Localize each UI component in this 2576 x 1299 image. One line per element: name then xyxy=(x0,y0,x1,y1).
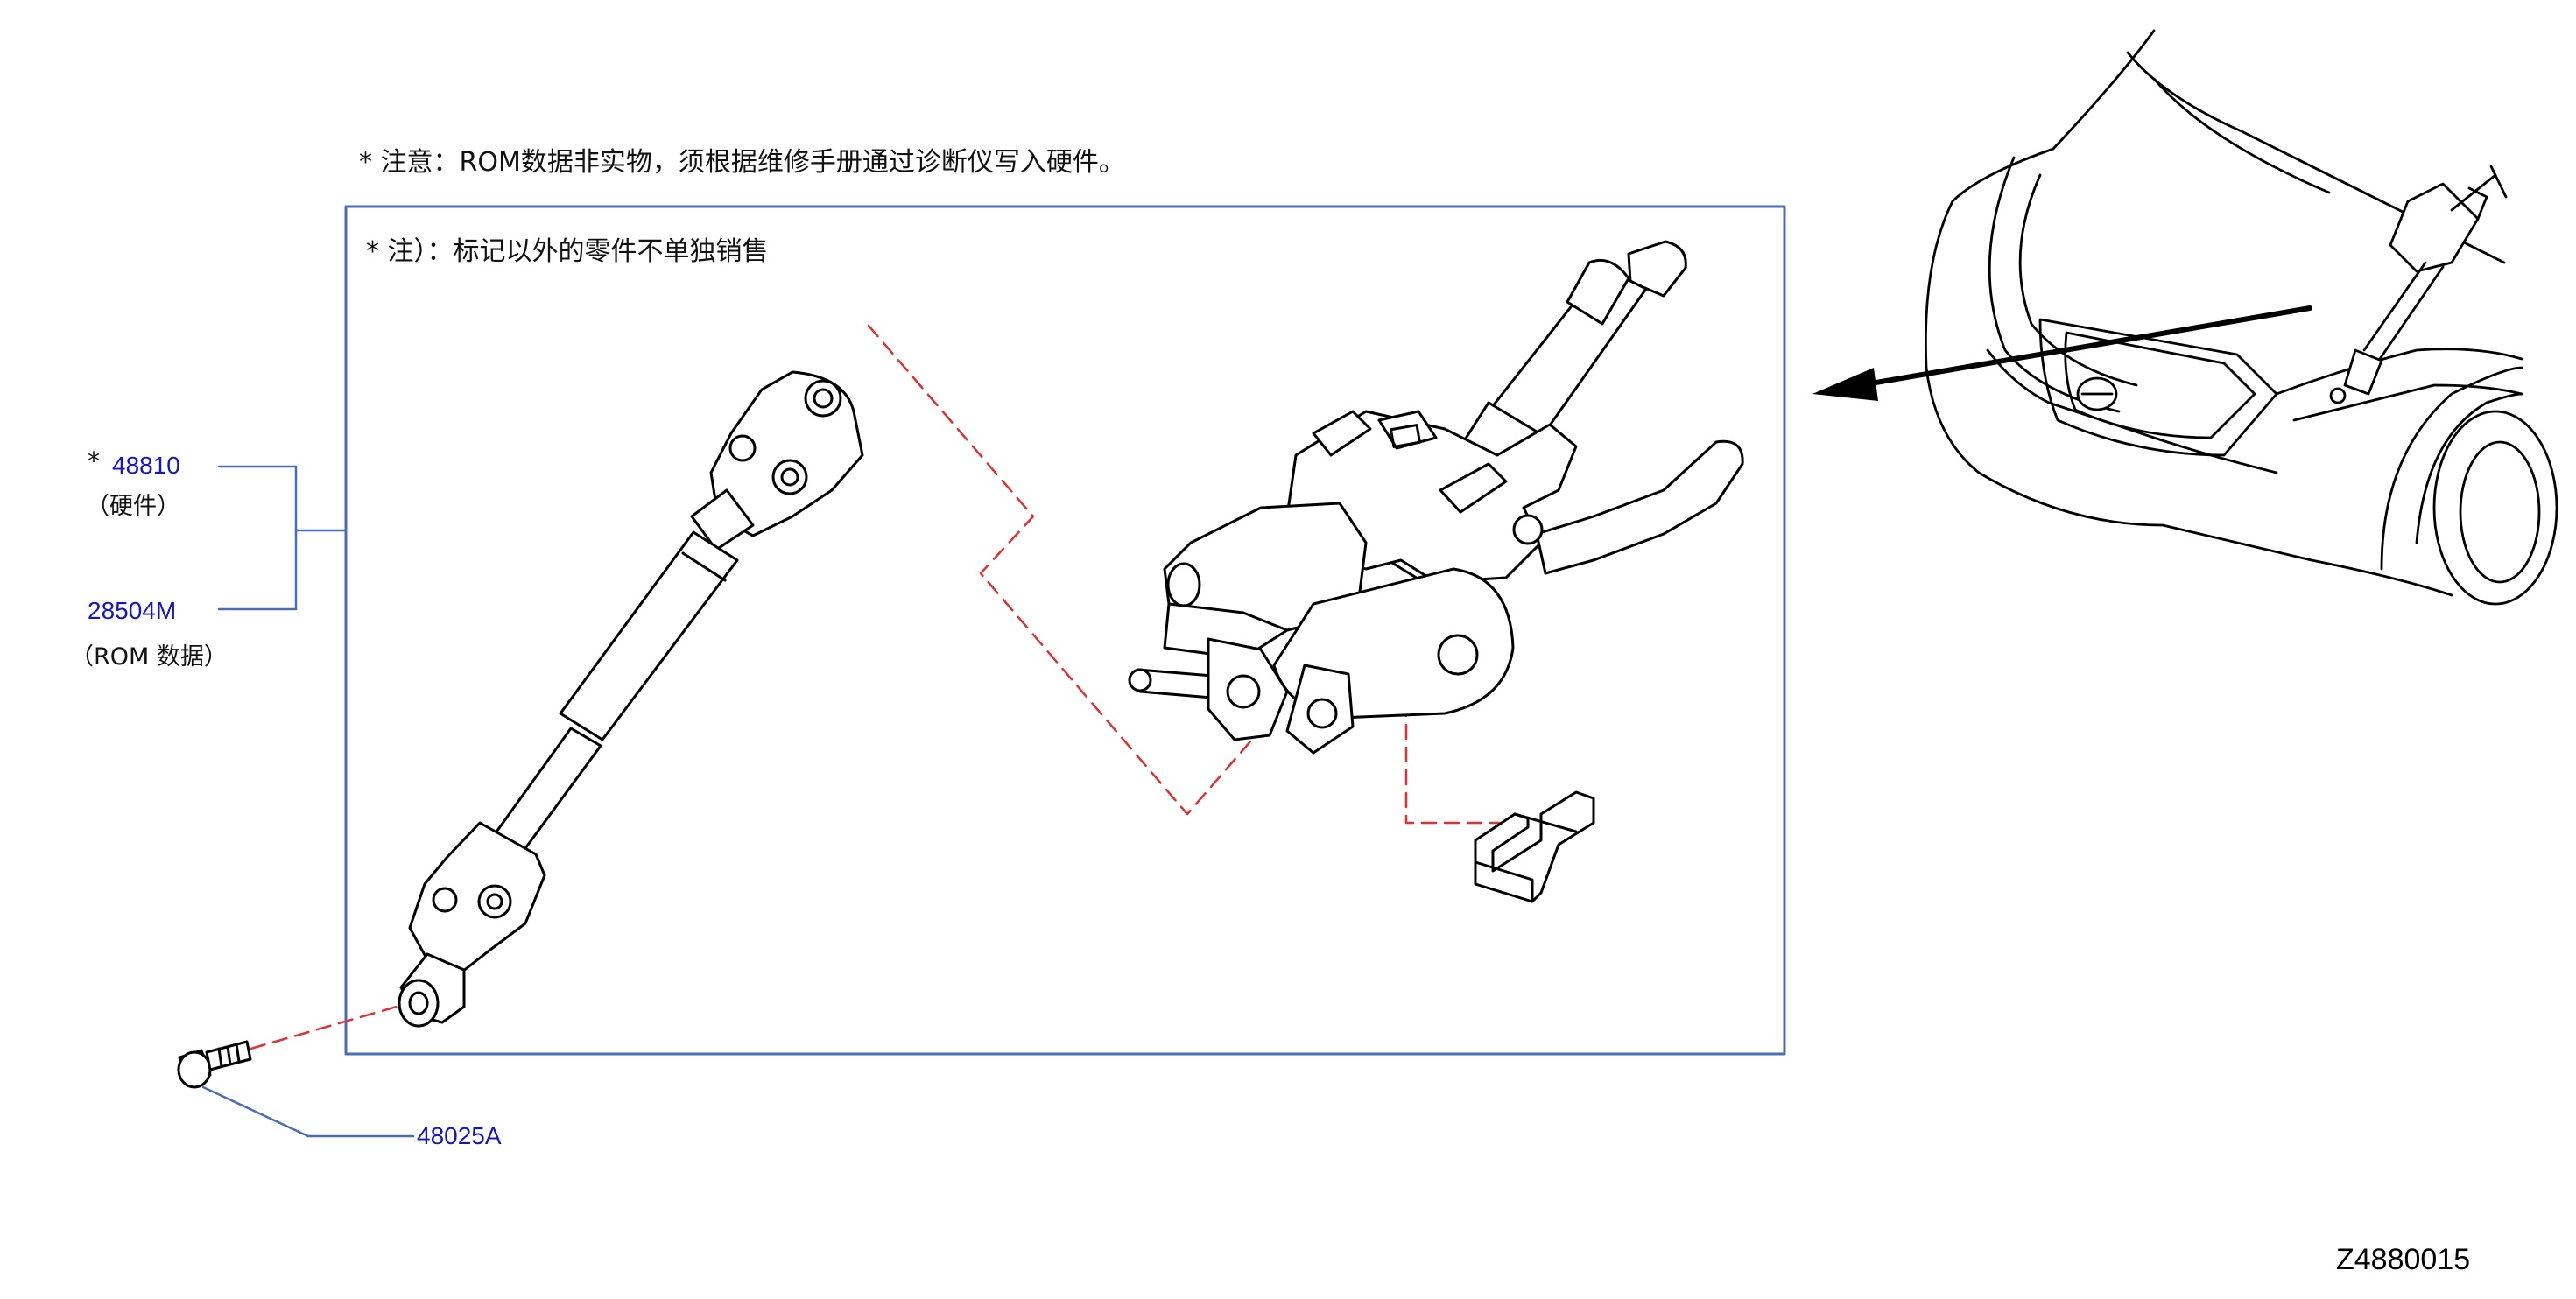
assembly-frame xyxy=(344,205,1786,1056)
part-number-28504M[interactable]: 28504M xyxy=(88,597,177,624)
part-desc-rom-data: （ROM 数据） xyxy=(70,643,228,671)
rom-note: * 注意：ROM数据非实物，须根据维修手册通过诊断仪写入硬件。 xyxy=(359,147,1125,178)
direction-arrow xyxy=(1812,305,2312,401)
intermediate-shaft xyxy=(398,370,864,1028)
leader-lines xyxy=(201,465,415,1138)
part-desc-hardware: （硬件） xyxy=(86,493,180,520)
part-number-48025A[interactable]: 48025A xyxy=(417,1122,502,1149)
bolt xyxy=(177,1040,252,1089)
lock-piece xyxy=(1474,790,1595,903)
box-note: * 注）：标记以外的零件不单独销售 xyxy=(366,236,769,267)
vehicle-illustration xyxy=(1924,29,2558,606)
part-number-48810[interactable]: 48810 xyxy=(112,452,180,479)
steering-column xyxy=(1128,240,1744,755)
diagram-code: Z4880015 xyxy=(2336,1243,2471,1276)
star-mark: * xyxy=(88,446,100,475)
